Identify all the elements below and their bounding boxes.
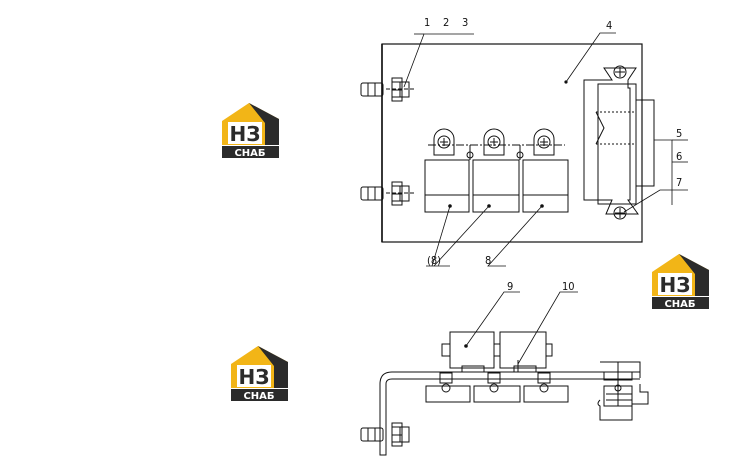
logo-letters: НЗ [660, 273, 691, 297]
logo-letters: НЗ [230, 122, 261, 146]
logo-caption: СНАБ [234, 148, 265, 159]
relay-row [424, 159, 569, 213]
callout-9: 9 [507, 280, 513, 293]
callout-8: 8 [485, 254, 491, 267]
callout-1: 1 [424, 16, 430, 29]
top-view [360, 32, 688, 267]
side-view [360, 291, 649, 456]
relay-side [441, 331, 553, 373]
logo-nz-snab-1: НЗ СНАБ [222, 103, 279, 159]
callout-10: 10 [562, 280, 575, 293]
logo-nz-snab-2: НЗ СНАБ [652, 254, 709, 310]
callout-2: 2 [443, 16, 449, 29]
bolt-lower-left [360, 181, 414, 206]
callout-8b: (8) [427, 254, 441, 267]
callout-4: 4 [606, 19, 612, 32]
leader-lines-side [465, 291, 578, 365]
callout-5: 5 [676, 127, 682, 140]
clamp-assembly [597, 361, 649, 421]
relay-1 [424, 159, 470, 213]
logo-caption: СНАБ [243, 391, 274, 402]
callout-6: 6 [676, 150, 682, 163]
callouts: 1 2 3 4 5 6 7 (8) 8 9 10 [424, 16, 682, 293]
lug-row-side [425, 372, 569, 403]
leader-lines [403, 32, 688, 267]
side-component [583, 65, 655, 220]
callout-3: 3 [462, 16, 468, 29]
logo-nz-snab-3: НЗ СНАБ [231, 346, 288, 402]
logo-caption: СНАБ [664, 299, 695, 310]
relay-2 [472, 159, 520, 213]
bolt-upper-left [360, 77, 414, 102]
relay-lugs [433, 128, 555, 160]
callout-7: 7 [676, 176, 682, 189]
bolt-bottom [360, 422, 410, 447]
l-bracket [379, 371, 640, 456]
relay-3 [522, 159, 569, 213]
logo-letters: НЗ [239, 365, 270, 389]
